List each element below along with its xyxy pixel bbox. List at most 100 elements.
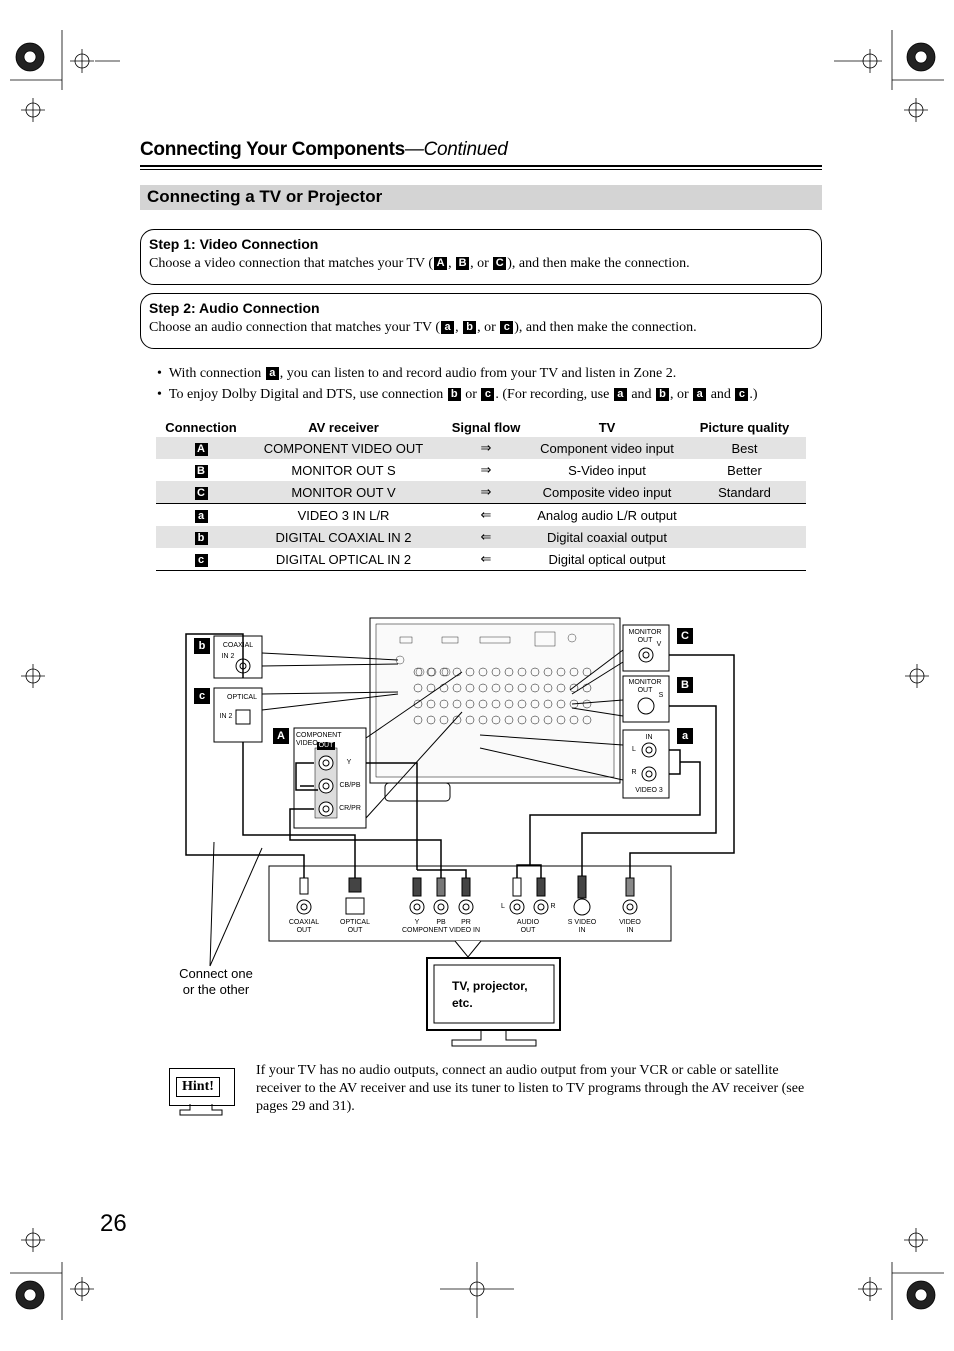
hint-icon: Hint! [169,1068,235,1106]
label-v: V [656,641,662,648]
receiver-jack [504,683,514,693]
label-in: IN [645,734,653,741]
label-connect-note: Connect one or the other [179,966,253,997]
label-tv-r: R [550,903,556,910]
diagram-badge-c: c [194,688,210,704]
receiver-jack [491,715,501,725]
label-video3: VIDEO 3 [635,787,663,794]
diagram-badge-a: a [677,728,693,744]
step2-title: Step 2: Audio Connection [149,300,320,316]
receiver-jack [556,683,566,693]
header-rule-thin [140,169,822,170]
header-continued-text: —Continued [404,139,508,160]
receiver-jack [543,699,553,709]
section-title: Connecting a TV or Projector [147,187,383,206]
label-tv-video-in: VIDEO IN [619,919,641,934]
receiver-jack [504,715,514,725]
label-y: Y [346,759,352,766]
header-rule [140,165,822,167]
receiver-jack [530,683,540,693]
badge-B: B [456,257,470,271]
badge-b: b [463,321,477,335]
label-monitor-out-s: MONITOR OUT [628,679,662,694]
receiver-jack [465,715,475,725]
receiver-jack [556,715,566,725]
bullet-2: • To enjoy Dolby Digital and DTS, use co… [157,387,758,402]
receiver-jack [569,715,579,725]
receiver-jack [465,683,475,693]
receiver-jack [413,699,423,709]
table-header: Signal flow [451,419,521,435]
receiver-jack [478,683,488,693]
receiver-jack [556,699,566,709]
receiver-jack [530,715,540,725]
receiver-jack [478,715,488,725]
receiver-jack [556,667,566,677]
label-r: R [631,769,637,776]
header-title-text: Connecting Your Components [140,139,405,160]
label-optical-in2: IN 2 [219,713,233,720]
step1-title: Step 1: Video Connection [149,236,319,252]
table-header: AV receiver [308,419,379,435]
step1-text: Choose a video connection that matches y… [149,256,690,271]
label-component-video: COMPONENT VIDEO [296,732,342,747]
receiver-jack [517,667,527,677]
label-s: S [658,692,664,699]
label-l: L [632,746,636,753]
table-header: TV [598,419,616,435]
badge-C: C [493,257,507,271]
label-cb: CB/PB [339,782,361,789]
label-cr: CR/PR [339,805,361,812]
receiver-jack [504,667,514,677]
receiver-jack [543,715,553,725]
receiver-jack [517,699,527,709]
page-number: 26 [100,1210,127,1237]
receiver-jack [569,683,579,693]
receiver-jack [582,667,592,677]
receiver-jack [543,683,553,693]
receiver-jack [465,699,475,709]
receiver-jack [452,683,462,693]
label-tv-pr: PR [461,919,471,926]
receiver-jack [582,699,592,709]
receiver-jack [413,683,423,693]
step2-text: Choose an audio connection that matches … [149,320,697,335]
label-tv-coaxial-out: COAXIAL OUT [288,919,320,934]
diagram-badge-C: C [677,628,693,644]
receiver-jack [413,715,423,725]
label-tv-projector: TV, projector, etc. [452,979,528,1010]
receiver-jack [478,667,488,677]
receiver-jack [517,715,527,725]
page-header-title: Connecting Your Components—Continued [140,139,508,161]
receiver-jack [530,699,540,709]
label-tv-l: L [501,903,505,910]
receiver-jack [413,667,423,677]
diagram-badge-A: A [273,728,289,744]
receiver-jack [452,715,462,725]
receiver-jack [452,699,462,709]
label-coaxial: COAXIAL [222,642,254,649]
receiver-jack [491,699,501,709]
label-tv-svideo-in: S VIDEO IN [567,919,597,934]
receiver-jack [543,667,553,677]
label-out: OUT [317,742,335,750]
label-tv-y: Y [414,919,420,926]
badge-A: A [434,257,448,271]
diagram-badge-b: b [194,638,210,654]
receiver-jack [426,683,436,693]
receiver-jack [582,715,592,725]
receiver-jack [426,699,436,709]
receiver-jack [439,715,449,725]
table-header: Picture quality [699,419,790,435]
receiver-jack [426,667,436,677]
label-optical: OPTICAL [227,694,257,701]
label-tv-audio-out: AUDIO OUT [516,919,540,934]
receiver-jack [569,667,579,677]
label-coaxial-in2: IN 2 [221,653,235,660]
